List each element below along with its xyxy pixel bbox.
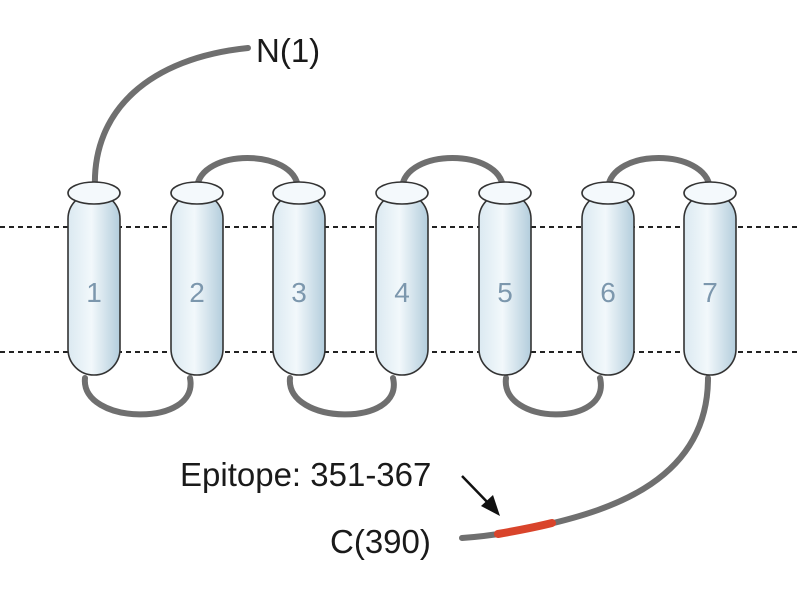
helix-number: 2 — [189, 277, 205, 308]
helix-number: 4 — [394, 277, 410, 308]
helix-5: 5 — [478, 181, 532, 376]
helix-4: 4 — [375, 181, 429, 376]
helix-2: 2 — [170, 181, 224, 376]
helix-1: 1 — [67, 181, 121, 376]
n-terminal-tail — [91, 45, 251, 191]
intracellular-loop-2 — [286, 375, 397, 418]
helix-number: 6 — [600, 277, 616, 308]
epitope-arrow — [461, 475, 500, 516]
epitope-segment — [494, 519, 556, 538]
epitope-label: Epitope: 351-367 — [180, 456, 431, 493]
extracellular-loop-2 — [399, 155, 506, 191]
n-terminus-label: N(1) — [256, 32, 320, 69]
c-terminus-label: C(390) — [330, 523, 431, 560]
helix-number: 1 — [86, 277, 102, 308]
helix-3: 3 — [272, 181, 326, 376]
extracellular-loop-3 — [605, 155, 713, 191]
helix-number: 7 — [702, 277, 718, 308]
helix-number: 5 — [497, 277, 513, 308]
helices: 1 2 3 4 5 6 7 — [67, 181, 737, 376]
helix-7: 7 — [683, 181, 737, 376]
loops — [81, 45, 713, 541]
extracellular-loop-1 — [194, 155, 301, 191]
intracellular-loop-3 — [502, 375, 604, 418]
helix-6: 6 — [581, 181, 635, 376]
intracellular-loop-1 — [81, 375, 194, 418]
helix-number: 3 — [291, 277, 307, 308]
